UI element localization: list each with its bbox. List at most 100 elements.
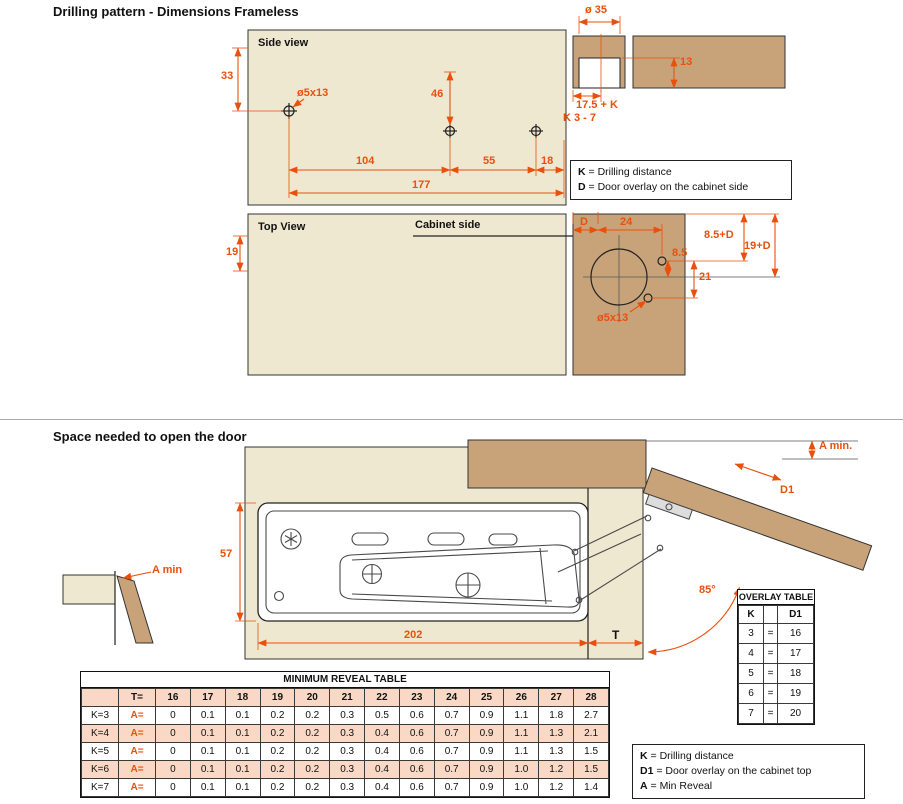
table-cell: 1.1	[503, 742, 540, 761]
torx-screw-icon	[280, 528, 302, 550]
table-header-cell: 21	[329, 688, 366, 707]
dim-202: 202	[404, 629, 423, 641]
table-cell: A=	[118, 742, 156, 761]
table-cell: =	[763, 643, 778, 664]
table-cell: A=	[118, 724, 156, 743]
table-header-cell: 27	[538, 688, 575, 707]
table-cell: 0.7	[433, 778, 470, 797]
table-cell: 0.2	[259, 760, 296, 779]
legend-item: A = Min Reveal	[640, 779, 857, 794]
open-door-drawing	[62, 439, 873, 660]
table-cell: 5	[738, 663, 764, 684]
dim-55: 55	[483, 155, 496, 167]
dim-18: 18	[541, 155, 554, 167]
legend-desc: = Min Reveal	[650, 780, 713, 792]
table-header-cell: 17	[189, 688, 226, 707]
legend-term: D1	[640, 765, 654, 777]
legend-term: K	[640, 750, 648, 762]
table-cell: 4	[738, 643, 764, 664]
table-row: 7=20	[738, 703, 814, 724]
door-edge-ajar	[116, 575, 154, 644]
hinge-linkage	[557, 514, 664, 604]
dim-104: 104	[356, 155, 375, 167]
table-cell: K=3	[81, 706, 119, 725]
table-title: OVERLAY TABLE	[738, 590, 814, 605]
door-panel	[642, 467, 873, 571]
table-cell: 7	[738, 703, 764, 724]
table-cell: 0.3	[329, 778, 366, 797]
table-cell: 1.2	[538, 760, 575, 779]
table-cell: =	[763, 623, 778, 644]
side-view-label: Side view	[258, 37, 309, 49]
table-row: 6=19	[738, 683, 814, 704]
table-cell: 0.9	[468, 760, 505, 779]
dim-edge-offset: 17.5 + K	[576, 99, 618, 111]
dim-24: 24	[620, 216, 633, 228]
table-cell: 18	[777, 663, 814, 684]
section-divider	[0, 419, 903, 420]
dim-8-5: 8.5	[672, 247, 688, 259]
table-header-cell	[81, 688, 119, 707]
top-view-drawing	[233, 212, 780, 376]
cup-section-drawing	[572, 16, 786, 102]
table-row: 3=16	[738, 623, 814, 644]
cabinet-side-section	[632, 35, 786, 89]
dim-hole-size-2: ø5x13	[597, 312, 629, 324]
table-cell: 1.5	[573, 742, 609, 761]
table-cell: K=7	[81, 778, 119, 797]
dim-57: 57	[220, 548, 233, 560]
table-cell: 0.2	[259, 706, 296, 725]
table-cell: 0.6	[398, 778, 435, 797]
table-header-cell: 26	[503, 688, 540, 707]
side-view-panel	[247, 29, 567, 206]
table-cell: 0.9	[468, 778, 505, 797]
table-cell: 19	[777, 683, 814, 704]
table-cell: K=5	[81, 742, 119, 761]
legend-desc: = Drilling distance	[650, 750, 734, 762]
dim-k-range: K 3 - 7	[563, 112, 597, 124]
table-cell: 0.6	[398, 760, 435, 779]
table-cell: 0	[155, 778, 191, 797]
table-cell: 0.9	[468, 706, 505, 725]
table-cell: 20	[777, 703, 814, 724]
table-cell: 0.3	[329, 706, 366, 725]
dim-a-min-top: A min.	[819, 440, 853, 452]
table-cell: 1.2	[538, 778, 575, 797]
table-cell: 0.2	[294, 760, 331, 779]
drilling-legend: K = Drilling distance D = Door overlay o…	[570, 160, 792, 200]
table-cell: 2.1	[573, 724, 609, 743]
drill-holes	[281, 103, 543, 138]
hinge-arm	[339, 544, 580, 608]
dim-t: T	[612, 628, 620, 642]
table-cell: 0.6	[398, 724, 435, 743]
cup-hole-notch	[578, 57, 621, 89]
table-cell: 0	[155, 760, 191, 779]
space-legend: K = Drilling distance D1 = Door overlay …	[632, 744, 865, 799]
table-cell: 0.3	[329, 724, 366, 743]
table-cell: K=6	[81, 760, 119, 779]
table-cell: 0.1	[189, 706, 226, 725]
table-cell: 0.9	[468, 724, 505, 743]
table-cell: 0.2	[294, 742, 331, 761]
table-cell: 0	[155, 706, 191, 725]
table-cell: 0.1	[224, 760, 261, 779]
table-header-cell: K	[738, 605, 764, 624]
table-cell: A=	[118, 760, 156, 779]
legend-term: K	[578, 166, 586, 178]
table-cell: 17	[777, 643, 814, 664]
table-row: 4=17	[738, 643, 814, 664]
table-cell: 0.2	[259, 778, 296, 797]
table-header-cell: 22	[364, 688, 400, 707]
table-cell: 0.2	[259, 724, 296, 743]
table-cell: 0.1	[224, 706, 261, 725]
legend-desc: = Drilling distance	[588, 166, 672, 178]
drilling-title: Drilling pattern - Dimensions Frameless	[53, 4, 299, 19]
table-cell: 0.7	[433, 742, 470, 761]
